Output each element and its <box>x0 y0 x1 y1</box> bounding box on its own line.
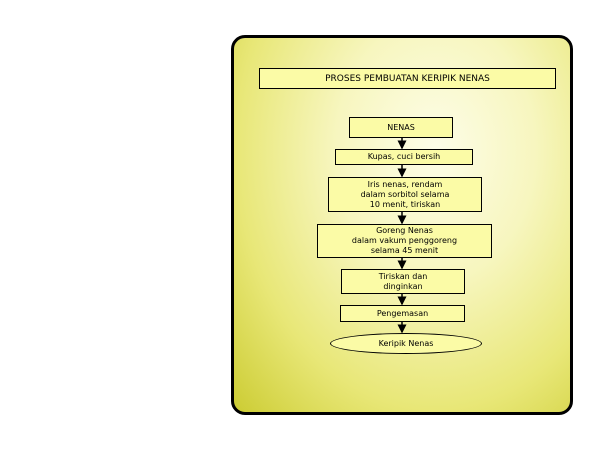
step-kupas: Kupas, cuci bersih <box>335 149 473 165</box>
step-pengemasan: Pengemasan <box>340 305 465 322</box>
step-keripik: Keripik Nenas <box>330 333 482 354</box>
step-tiriskan: Tiriskan dan dinginkan <box>341 269 465 294</box>
step-nenas: NENAS <box>349 117 453 138</box>
diagram-title: PROSES PEMBUATAN KERIPIK NENAS <box>259 68 556 89</box>
step-iris: Iris nenas, rendam dalam sorbitol selama… <box>328 177 482 212</box>
step-goreng: Goreng Nenas dalam vakum penggoreng sela… <box>317 224 492 258</box>
